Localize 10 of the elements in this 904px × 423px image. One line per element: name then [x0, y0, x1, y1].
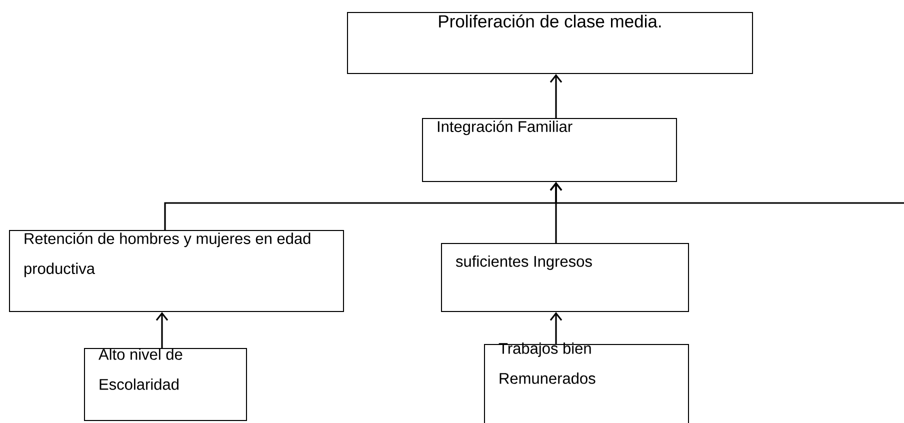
text-box: suficientes Ingresos	[441, 243, 689, 312]
arrow	[550, 312, 562, 344]
arrow	[156, 312, 168, 348]
arrow	[550, 74, 562, 118]
text-box: Alto nivel de Escolaridad	[84, 348, 247, 421]
text-box: Integración Familiar	[422, 118, 677, 182]
text-box: Proliferación de clase media.	[347, 12, 753, 74]
arrow	[550, 182, 904, 204]
text-box: Retención de hombres y mujeres en edad productiva	[9, 230, 344, 312]
text-box: Trabajos bien Remunerados	[484, 342, 689, 423]
